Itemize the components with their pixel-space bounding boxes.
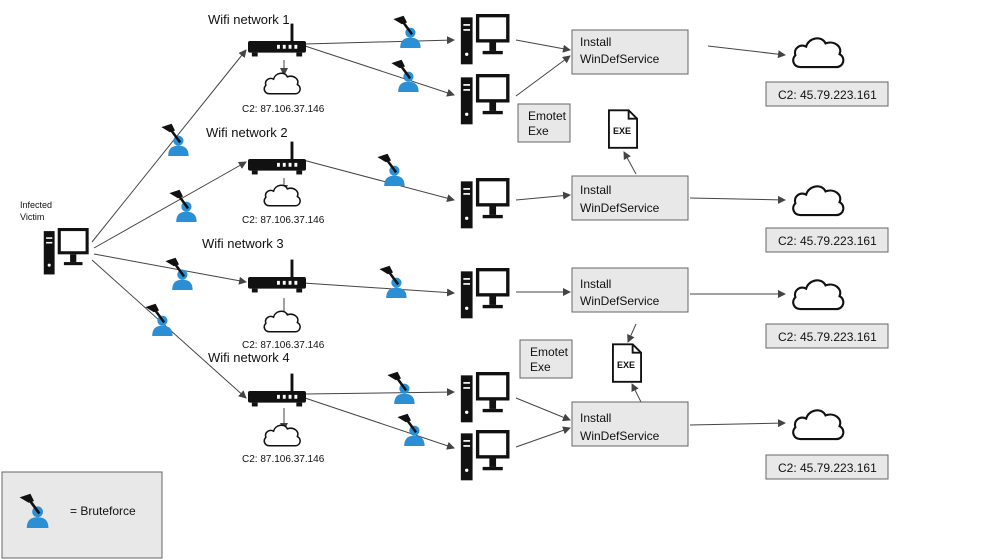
network-name: Wifi network 1 bbox=[208, 12, 290, 27]
bruteforce-hammer-user-icon bbox=[377, 264, 409, 300]
victim-computer-icon bbox=[43, 228, 89, 275]
legend: = Bruteforce bbox=[1, 471, 163, 559]
install-box-line2: WinDefService bbox=[580, 201, 660, 215]
emotet-box-line2: Exe bbox=[530, 360, 551, 374]
target-computer-icon bbox=[460, 430, 510, 481]
exe-file-1: EXE bbox=[608, 109, 638, 149]
target-computer-icon bbox=[460, 372, 510, 423]
bruteforce-hammer-user-icon bbox=[143, 302, 175, 338]
emotet-box-line1: Emotet bbox=[530, 345, 569, 359]
emotet-box-line2: Exe bbox=[528, 124, 549, 138]
edges bbox=[91, 36, 786, 450]
remote-c2-label: C2: 45.79.223.161 bbox=[778, 88, 877, 102]
remote-c2-label: C2: 45.79.223.161 bbox=[778, 234, 877, 248]
wifi-network-1: Wifi network 1 C2: 87.106.37.146 bbox=[208, 12, 510, 125]
wifi-network-2: Wifi network 2 C2: 87.106.37.146 bbox=[206, 125, 510, 229]
remote-c2-2: C2: 45.79.223.161 bbox=[765, 185, 889, 253]
remote-c2-label: C2: 45.79.223.161 bbox=[778, 330, 877, 344]
emotet-box-line1: Emotet bbox=[528, 109, 567, 123]
cloud-icon bbox=[792, 37, 845, 69]
remote-c2-label: C2: 45.79.223.161 bbox=[778, 461, 877, 475]
cloud-icon bbox=[263, 424, 301, 447]
infected-victim: Infected Victim bbox=[20, 200, 89, 275]
cloud-icon bbox=[792, 185, 845, 217]
wifi-router-icon bbox=[248, 141, 306, 175]
target-computer-icon bbox=[460, 268, 510, 319]
target-computer-icon bbox=[460, 178, 510, 229]
target-computer-icon bbox=[460, 74, 510, 125]
emotet-box-1: Emotet Exe bbox=[517, 103, 571, 143]
install-box-line1: Install bbox=[580, 411, 611, 425]
local-c2-label: C2: 87.106.37.146 bbox=[242, 454, 325, 465]
exe-label: EXE bbox=[617, 360, 635, 370]
install-box-2: Install WinDefService bbox=[571, 175, 689, 221]
install-box-line2: WinDefService bbox=[580, 429, 660, 443]
cloud-icon bbox=[263, 184, 301, 207]
cloud-icon bbox=[792, 409, 845, 441]
remote-c2-3: C2: 45.79.223.161 bbox=[765, 279, 889, 349]
bruteforce-group-left bbox=[143, 122, 199, 338]
local-c2-label: C2: 87.106.37.146 bbox=[242, 215, 325, 226]
bruteforce-hammer-user-icon bbox=[163, 256, 195, 292]
cloud-icon bbox=[263, 310, 301, 333]
cloud-icon bbox=[792, 279, 845, 311]
install-box-1: Install WinDefService bbox=[571, 29, 689, 75]
wifi-network-3: Wifi network 3 C2: 87.106.37.146 bbox=[202, 236, 510, 351]
remote-c2-4: C2: 45.79.223.161 bbox=[765, 409, 889, 480]
victim-label-line1: Infected bbox=[20, 200, 52, 210]
network-name: Wifi network 4 bbox=[208, 350, 290, 365]
wifi-network-4: Wifi network 4 C2: 87.106.37.146 bbox=[208, 350, 510, 481]
wifi-router-icon bbox=[248, 23, 306, 57]
bruteforce-hammer-user-icon bbox=[391, 14, 423, 50]
bruteforce-hammer-user-icon bbox=[385, 370, 417, 406]
install-box-line2: WinDefService bbox=[580, 294, 660, 308]
cloud-icon bbox=[263, 72, 301, 95]
network-name: Wifi network 3 bbox=[202, 236, 284, 251]
legend-text: = Bruteforce bbox=[70, 504, 136, 518]
network-name: Wifi network 2 bbox=[206, 125, 288, 140]
wifi-router-icon bbox=[248, 373, 306, 407]
install-box-line1: Install bbox=[580, 35, 611, 49]
victim-label-line2: Victim bbox=[20, 212, 44, 222]
exe-file-2: EXE bbox=[612, 343, 642, 383]
local-c2-label: C2: 87.106.37.146 bbox=[242, 340, 325, 351]
install-box-line1: Install bbox=[580, 277, 611, 291]
bruteforce-hammer-user-icon bbox=[167, 188, 199, 224]
wifi-router-icon bbox=[248, 259, 306, 293]
exe-label: EXE bbox=[613, 126, 631, 136]
install-box-line2: WinDefService bbox=[580, 52, 660, 66]
emotet-box-2: Emotet Exe bbox=[519, 339, 573, 379]
install-box-line1: Install bbox=[580, 183, 611, 197]
local-c2-label: C2: 87.106.37.146 bbox=[242, 104, 325, 115]
target-computer-icon bbox=[460, 14, 510, 65]
install-box-3: Install WinDefService bbox=[571, 267, 689, 313]
remote-c2-1: C2: 45.79.223.161 bbox=[765, 37, 889, 107]
install-box-4: Install WinDefService bbox=[571, 401, 689, 447]
